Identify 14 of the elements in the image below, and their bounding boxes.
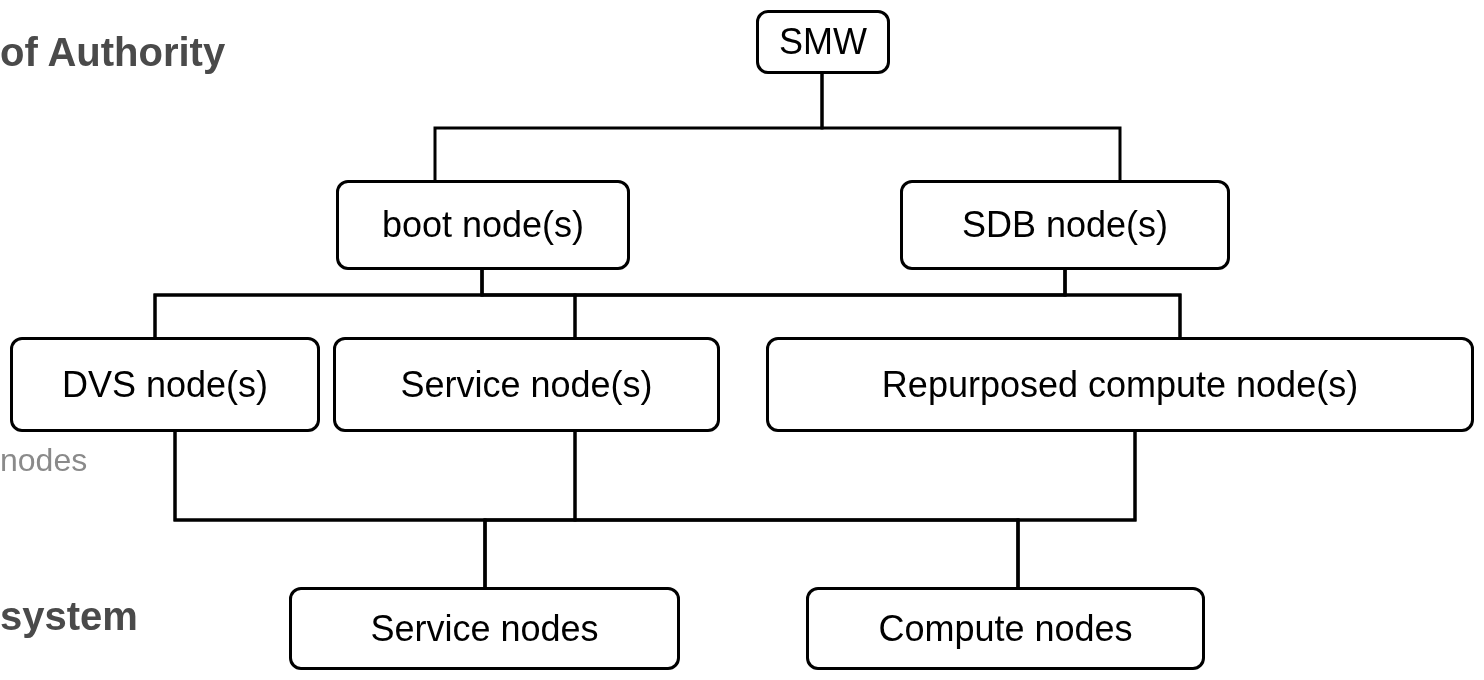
node-box: SDB node(s) [900,180,1230,270]
node-box: Service node(s) [333,337,720,432]
slide-text: nodes [0,441,88,480]
node-box: DVS node(s) [10,337,320,432]
connector-line [1063,270,1182,337]
slide-text: of Authority [0,29,226,76]
node-box: Service nodes [289,587,680,670]
node-box: Compute nodes [806,587,1205,670]
node-box: boot node(s) [336,180,630,270]
connector-line [1016,432,1137,587]
slide-text: system [0,593,138,640]
node-box: Repurposed compute node(s) [766,337,1474,432]
connector-line [820,74,1122,180]
node-box: SMW [756,10,890,74]
